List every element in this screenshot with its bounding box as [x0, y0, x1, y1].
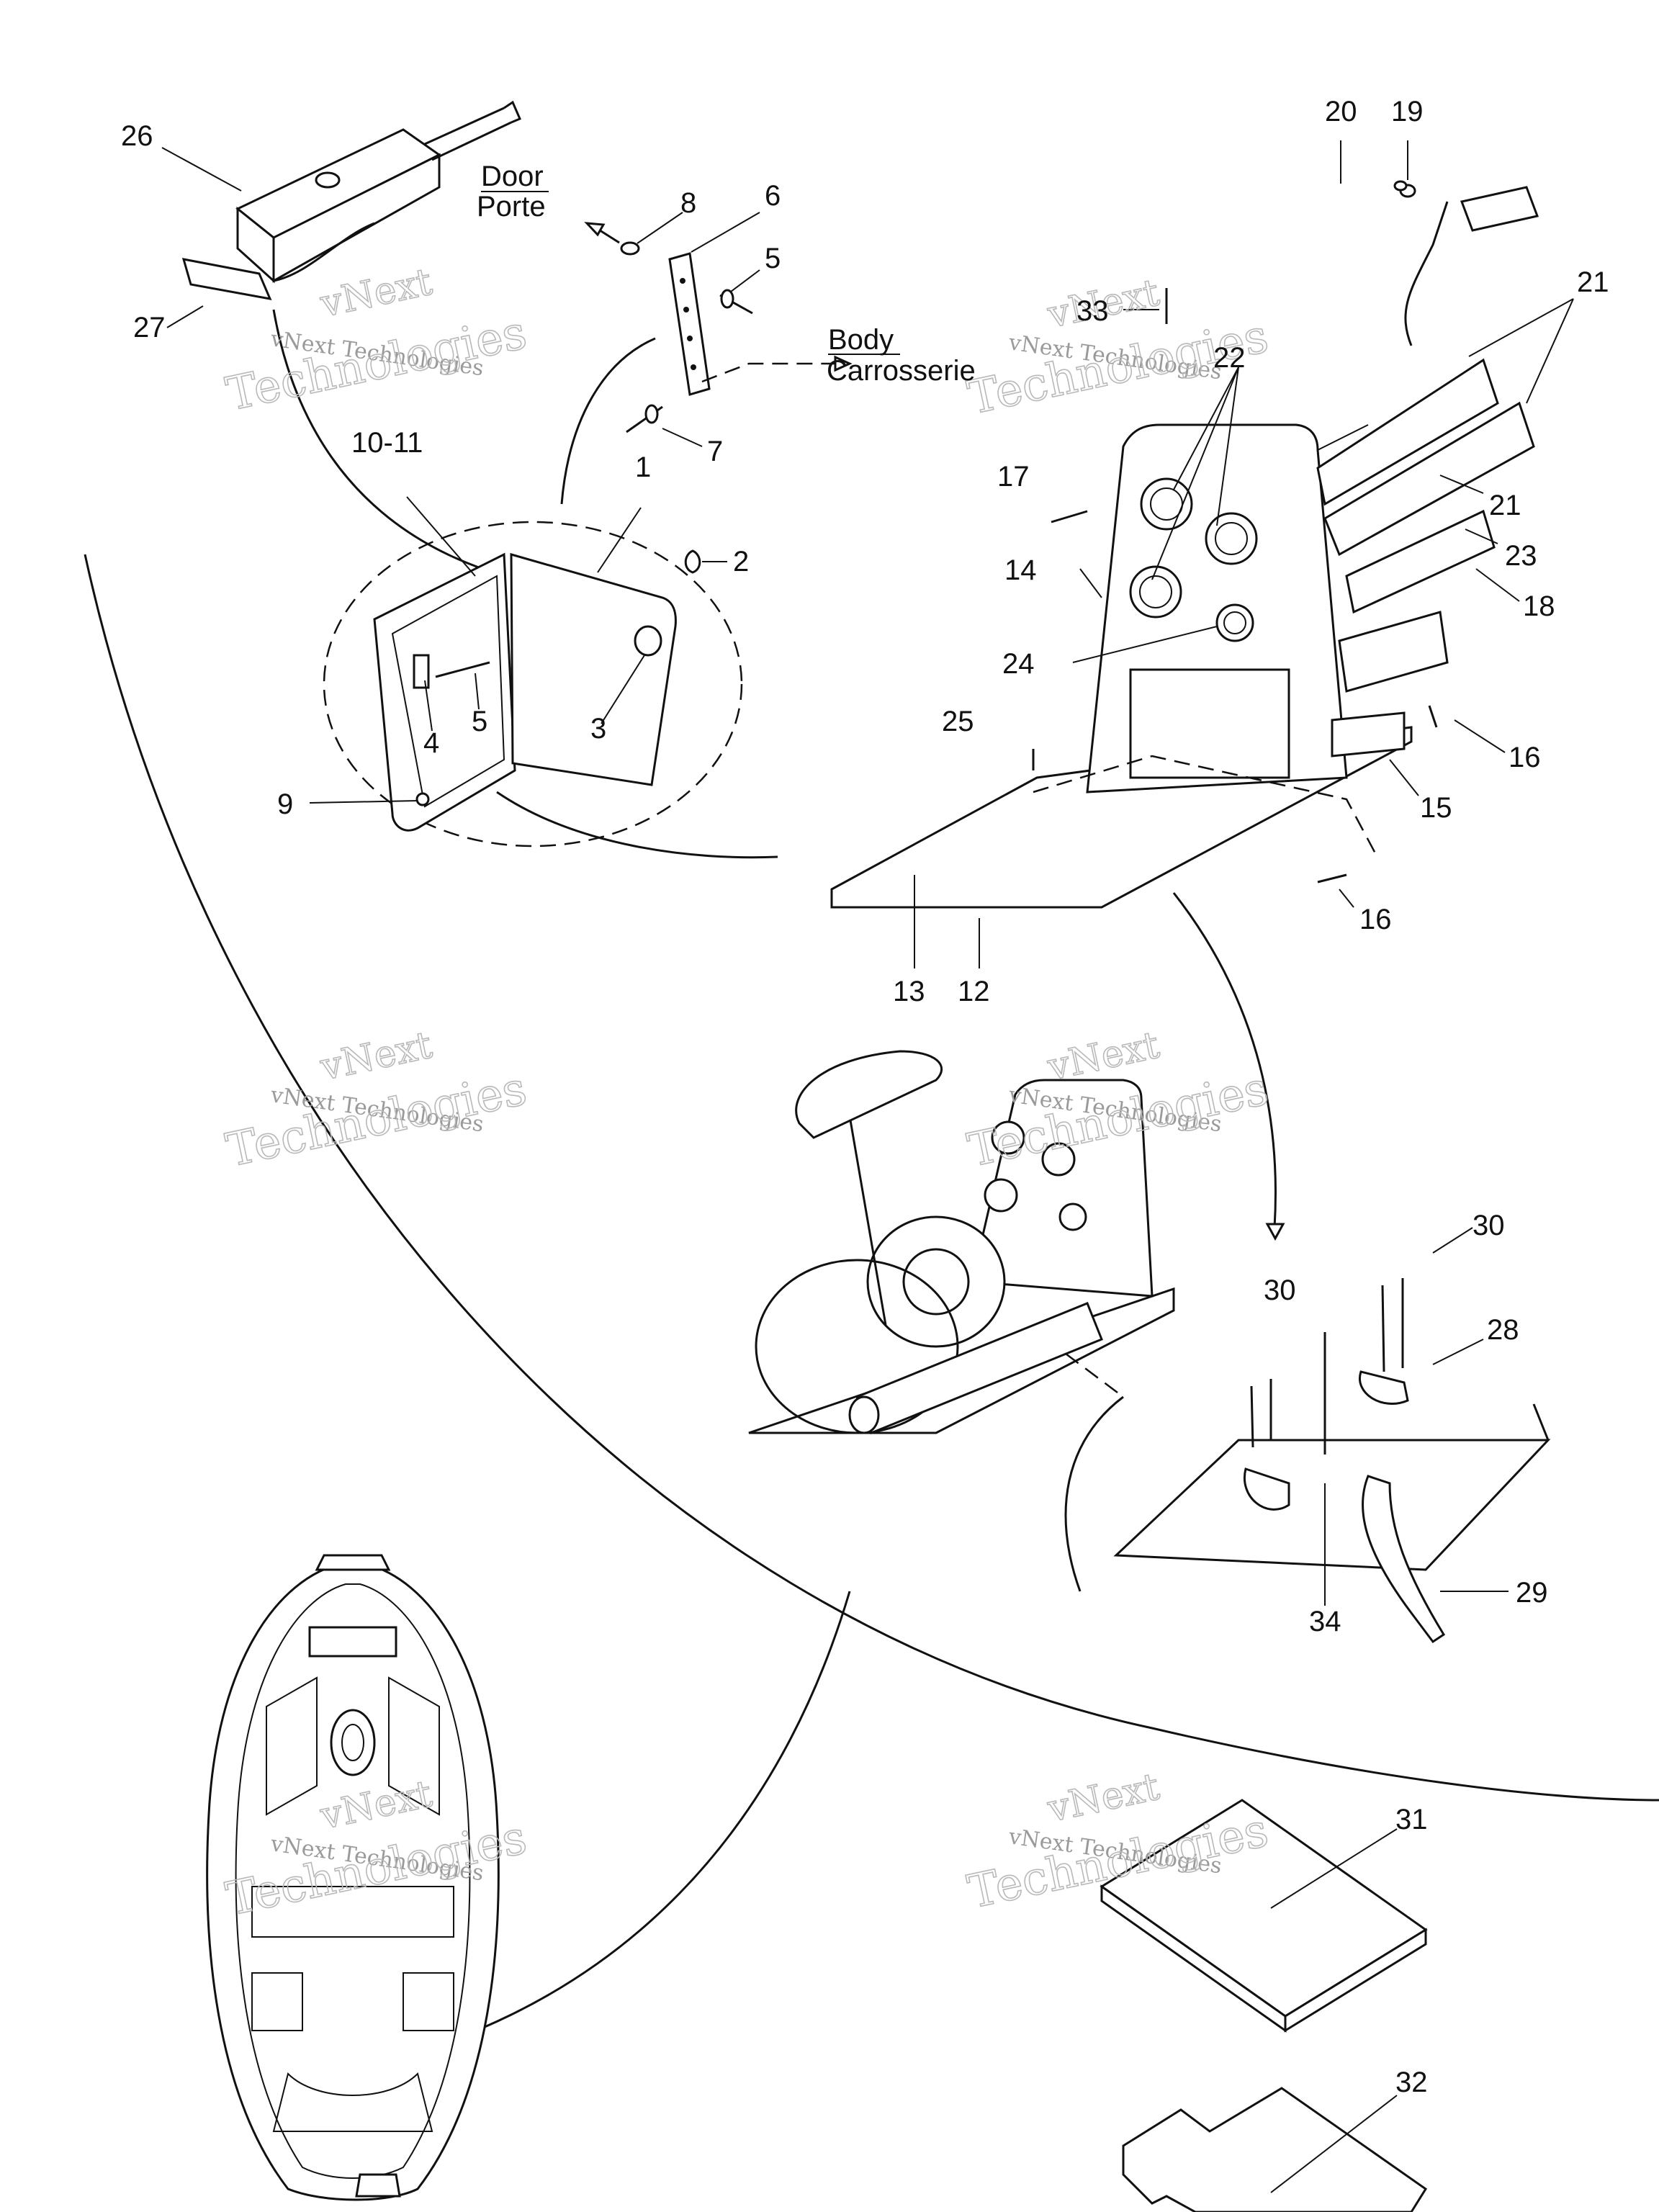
callout-19: 19	[1391, 96, 1424, 127]
callout-5-hinge: 5	[765, 243, 781, 274]
svg-text:vNext: vNext	[1043, 1766, 1163, 1831]
leader-arc-door-lower	[496, 791, 778, 859]
arrow-head-console	[1265, 1223, 1285, 1241]
watermark-3: vNext vNext Technologies Technologies	[221, 1023, 531, 1179]
callout-28: 28	[1487, 1314, 1519, 1346]
latch-assembly	[181, 100, 521, 300]
callout-33: 33	[1076, 295, 1109, 327]
svg-text:vNext: vNext	[316, 1024, 436, 1089]
callout-34: 34	[1309, 1606, 1341, 1637]
door-label-fr: Porte	[477, 191, 546, 222]
callout-16-right: 16	[1509, 742, 1541, 773]
callout-8: 8	[680, 187, 696, 219]
callout-27: 27	[133, 312, 166, 343]
callout-21-mid: 21	[1489, 490, 1521, 521]
arrow-head-body	[834, 355, 853, 372]
leader-arc-console	[1172, 892, 1277, 1228]
svg-text:Technologies: Technologies	[222, 1062, 531, 1177]
callout-17: 17	[997, 461, 1030, 493]
callout-6: 6	[765, 180, 781, 212]
callout-23: 23	[1505, 540, 1537, 572]
watermark-1: vNext vNext Technologies Technologies	[221, 260, 531, 423]
callout-29: 29	[1516, 1577, 1548, 1609]
hinge-strip	[584, 222, 753, 433]
svg-text:vNext: vNext	[316, 261, 436, 326]
door-frame	[373, 552, 516, 832]
callout-24: 24	[1002, 648, 1035, 680]
callout-1: 1	[635, 451, 651, 483]
detail-leader	[1065, 1353, 1124, 1398]
body-label-en: Body	[828, 324, 894, 356]
door-hinge-leader	[560, 337, 656, 505]
callout-15: 15	[1420, 792, 1452, 824]
callout-2: 2	[733, 546, 749, 577]
callout-numbers: 26 27 8 6 5 7 10-11 1 2 3 4 5 9 13 12 25…	[121, 96, 1609, 2098]
callout-10-11: 10-11	[351, 427, 423, 459]
door-detail-ellipse	[323, 521, 743, 848]
callout-18: 18	[1523, 590, 1555, 622]
mat-32	[1122, 2087, 1428, 2212]
body-label-fr: Carrosserie	[827, 355, 976, 387]
callout-9: 9	[277, 788, 293, 820]
callout-30-right: 30	[1473, 1210, 1505, 1241]
callout-26: 26	[121, 120, 153, 152]
clamp-detail	[1064, 1278, 1551, 1644]
callout-21-top: 21	[1577, 266, 1609, 298]
enclosure-arc	[84, 554, 1659, 1802]
callout-32: 32	[1395, 2067, 1428, 2098]
steering-console-illustration	[748, 1050, 1175, 1434]
svg-text:Technologies: Technologies	[222, 306, 531, 421]
hull-top-view	[206, 1554, 500, 2201]
callout-3: 3	[590, 713, 606, 745]
callout-14: 14	[1004, 554, 1037, 586]
door-panel	[510, 549, 701, 786]
body-direction-line	[701, 362, 835, 383]
callout-16-bottom: 16	[1359, 904, 1392, 935]
callout-30-left: 30	[1264, 1274, 1296, 1306]
console-assembly	[830, 180, 1539, 909]
callout-25: 25	[942, 706, 974, 737]
callout-13: 13	[893, 976, 925, 1007]
callout-5-door: 5	[472, 706, 487, 737]
callout-20: 20	[1325, 96, 1357, 127]
callout-12: 12	[958, 976, 990, 1007]
door-label-en: Door	[481, 161, 544, 192]
callout-4: 4	[423, 727, 439, 759]
mat-31	[1100, 1799, 1428, 2033]
callout-7: 7	[707, 436, 723, 467]
callout-22: 22	[1213, 342, 1246, 374]
leader-lines	[161, 140, 1574, 2193]
callout-31: 31	[1395, 1804, 1428, 1835]
